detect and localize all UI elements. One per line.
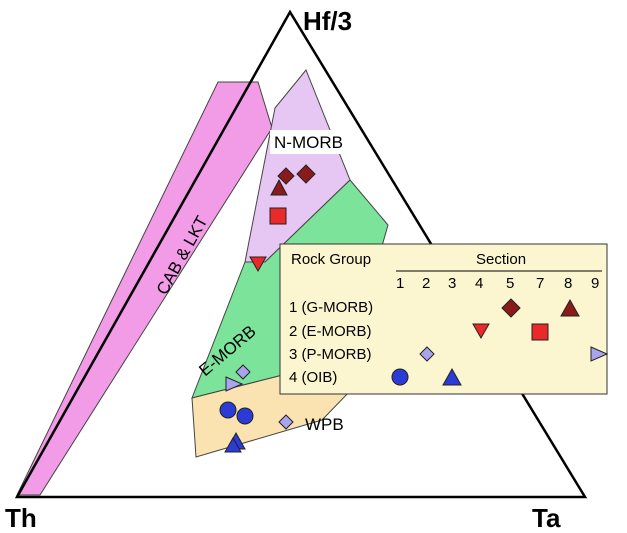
legend-symbol-section-8: [560, 298, 580, 317]
field-label-n-morb: N-MORB: [274, 133, 343, 152]
data-points: [219, 164, 316, 453]
point-section-3: [224, 436, 242, 453]
legend-symbol-section-9: [590, 346, 609, 362]
legend-group-4: 4 (OIB): [289, 369, 337, 386]
section-number-7: 7: [536, 275, 544, 292]
legend-section-title: Section: [476, 251, 526, 268]
point-section-9: [225, 376, 244, 392]
legend-group-3: 3 (P-MORB): [289, 346, 372, 363]
point-section-7: [269, 207, 287, 225]
section-number-5: 5: [506, 275, 514, 292]
point-section-4: [249, 256, 267, 273]
legend-symbol-section-7: [531, 323, 549, 341]
section-number-4: 4: [475, 275, 483, 292]
section-number-8: 8: [564, 275, 572, 292]
legend-symbol-section-3: [442, 367, 462, 386]
legend-box: [279, 243, 608, 395]
legend-symbol-section-1: [391, 368, 409, 386]
legend: Rock Group Section 1 2 3 4 5 7 8 9 1 (G-…: [279, 243, 609, 395]
legend-title: Rock Group: [291, 251, 371, 268]
field-label-wpb: WPB: [305, 415, 344, 434]
section-number-1: 1: [396, 275, 404, 292]
n-morb-label-bg: [270, 130, 357, 154]
point-section-5: [277, 167, 295, 185]
apex-label-right: Ta: [532, 503, 561, 533]
point-section-2: [235, 364, 251, 380]
legend-symbol-section-4: [472, 323, 490, 340]
point-section-1: [236, 407, 254, 425]
apex-label-left: Th: [5, 503, 37, 533]
legend-group-1: 1 (G-MORB): [289, 299, 373, 316]
apex-label-top: Hf/3: [303, 6, 352, 36]
point-section-1: [219, 401, 237, 419]
section-number-3: 3: [448, 275, 456, 292]
section-number-9: 9: [591, 275, 599, 292]
section-number-2: 2: [422, 275, 430, 292]
legend-symbol-section-2: [419, 346, 435, 362]
point-section-5: [296, 164, 316, 184]
point-section-8: [270, 178, 288, 196]
legend-symbol-section-5: [501, 298, 521, 318]
legend-group-2: 2 (E-MORB): [289, 323, 372, 340]
point-section-2: [278, 414, 294, 430]
